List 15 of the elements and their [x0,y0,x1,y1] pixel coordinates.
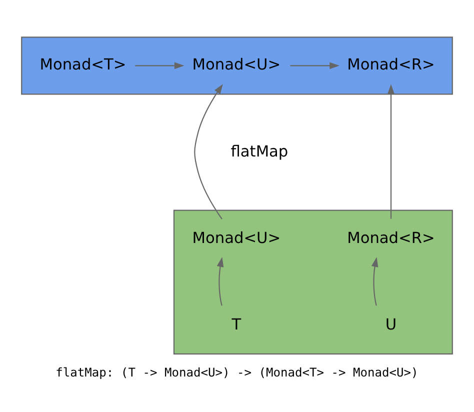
node-text: T [232,314,242,333]
arrow [135,62,184,69]
node-text: Monad<T> [40,55,126,74]
node-text: Monad<U> [192,228,281,246]
node-text: U [385,314,397,333]
arrow [216,256,224,306]
node-text: Monad<R> [347,228,435,246]
node-text: Monad<R> [347,55,435,74]
node-text: Monad<U> [192,55,281,74]
label: flatMap [230,142,288,160]
cluster [173,209,453,354]
arrow [371,256,378,306]
caption: flatMap: (T -> Monad<U>) -> (Monad<T> -> Monad<U>) [56,365,418,380]
arrow [388,84,394,218]
arrow [290,62,340,69]
